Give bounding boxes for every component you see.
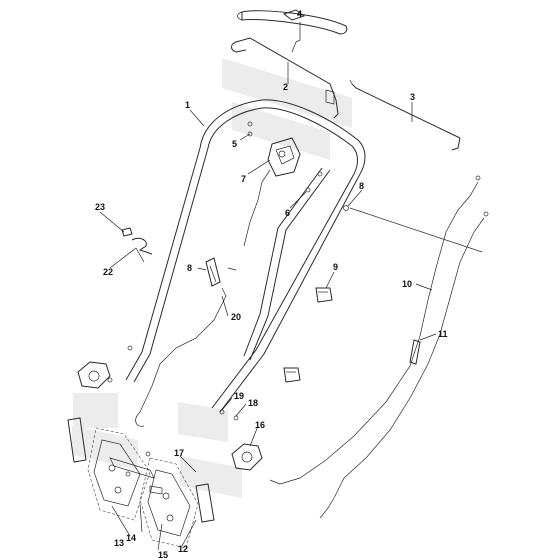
callout-22: 22 <box>103 267 113 277</box>
callout-14: 14 <box>126 533 136 543</box>
callout-17: 17 <box>174 448 184 458</box>
callout-10: 10 <box>402 279 412 289</box>
height-bracket-left <box>87 427 151 521</box>
cable-clips <box>283 287 333 383</box>
fasteners <box>107 121 349 457</box>
plate-right-lower <box>178 402 228 442</box>
plate-handle-top <box>232 102 330 160</box>
callout-5: 5 <box>232 139 237 149</box>
plate-top-lever <box>222 58 352 128</box>
cable-20 <box>135 267 237 427</box>
callout-1: 1 <box>185 100 190 110</box>
callout-11: 11 <box>438 329 448 339</box>
knob-left <box>77 361 111 389</box>
callout-3: 3 <box>410 92 415 102</box>
callout-16: 16 <box>255 420 265 430</box>
callout-23: 23 <box>95 202 105 212</box>
upper-lever <box>237 9 348 35</box>
callout-labels: 4 2 3 1 5 7 8 6 23 8 9 22 10 20 11 19 18… <box>95 9 448 560</box>
knob-16 <box>231 443 263 471</box>
leader-lines <box>99 22 437 551</box>
spacer-parts <box>67 417 215 523</box>
plate-left-lower <box>73 393 118 428</box>
callout-7: 7 <box>241 174 246 184</box>
bail-rod <box>231 37 339 119</box>
callout-9: 9 <box>333 262 338 272</box>
callout-13: 13 <box>114 538 124 548</box>
callout-8-lower: 8 <box>187 263 192 273</box>
callout-18: 18 <box>248 398 258 408</box>
control-box <box>243 137 301 247</box>
callout-2: 2 <box>283 82 288 92</box>
callout-4: 4 <box>297 9 302 19</box>
callout-12: 12 <box>178 544 188 554</box>
reference-line <box>349 207 483 253</box>
clip-22-23 <box>121 227 153 263</box>
callout-20: 20 <box>231 312 241 322</box>
callout-6: 6 <box>285 208 290 218</box>
height-bracket-right <box>139 457 199 549</box>
plate-right-bottom <box>180 456 242 498</box>
cable-slider <box>205 257 221 287</box>
callout-19: 19 <box>234 391 244 401</box>
callout-15: 15 <box>158 550 168 560</box>
plate-left-bottom <box>72 425 138 470</box>
link-rod <box>349 79 461 151</box>
callout-8-upper: 8 <box>359 181 364 191</box>
cables-10-11 <box>269 175 489 519</box>
